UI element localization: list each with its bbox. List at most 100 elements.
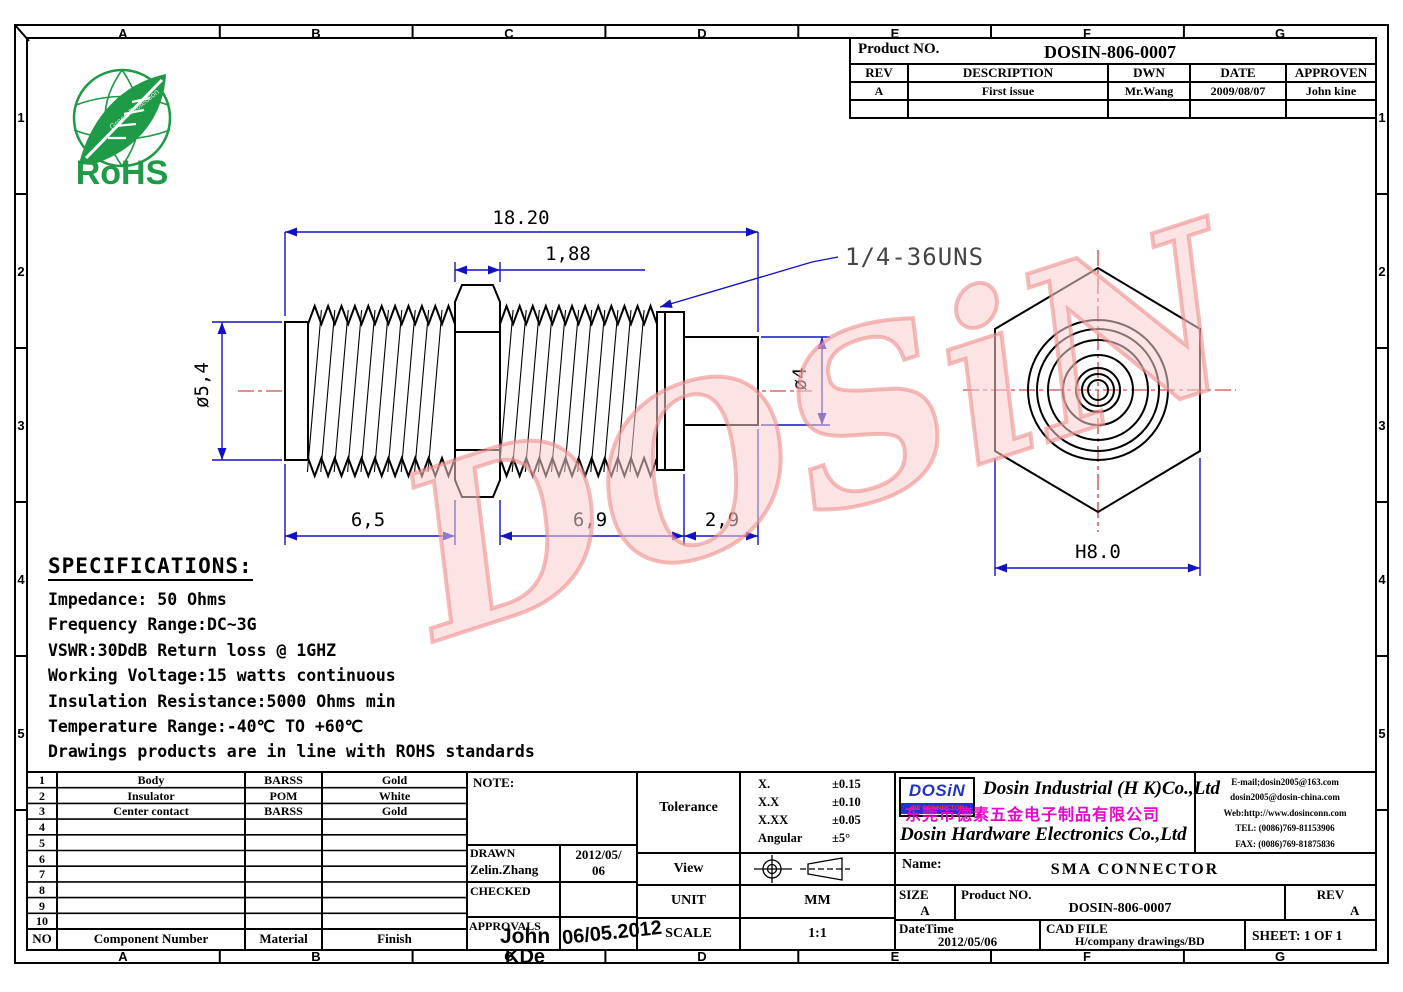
drawn-date-line1: 2012/05/: [575, 847, 622, 862]
scale-value: 1:1: [808, 926, 827, 941]
approven-col-header: APPROVEN: [1294, 65, 1368, 80]
grid-letter-top-c: C: [504, 26, 514, 41]
dim-seg3: 2,9: [705, 509, 739, 531]
grid-letter-bot-f: F: [1083, 949, 1091, 964]
parts-header-material: Material: [259, 931, 308, 946]
contact-web: Web:http://www.dosinconn.com: [1223, 807, 1347, 818]
size-value: A: [920, 903, 930, 918]
tolerance-sym-3: X.XX: [758, 813, 789, 827]
name-label: Name:: [902, 857, 942, 872]
grid-letter-top-e: E: [890, 26, 900, 41]
tb-product-label: Product NO.: [961, 887, 1032, 902]
spec-vswr: VSWR:30DdB Return loss @ 1GHZ: [48, 640, 337, 660]
dim-seg1: 6,5: [351, 509, 385, 531]
grid-number-left-5: 5: [17, 726, 25, 741]
tb-rev-label: REV: [1316, 887, 1345, 902]
spec-voltage: Working Voltage:15 watts continuous: [48, 666, 396, 686]
grid-letter-top-a: A: [118, 26, 128, 41]
dim-hex-flat: H8.0: [1075, 541, 1121, 563]
dim-dia-body: ø5,4: [191, 362, 213, 408]
connector-end-view: [994, 266, 1201, 514]
company-name-cn: 东莞市德素五金电子制品有限公司: [905, 807, 1161, 824]
datetime-value: 2012/05/06: [937, 934, 998, 949]
grid-number-right-2: 2: [1378, 264, 1386, 279]
parts-row-8-no: 8: [39, 882, 45, 897]
parts-row-3-finish: Gold: [381, 804, 408, 819]
tolerance-sym-1: X.: [758, 777, 771, 791]
spec-rohs: Drawings products are in line with ROHS …: [48, 742, 535, 762]
rev-date: 2009/08/07: [1210, 84, 1266, 98]
dim-dia-tip: ø4: [789, 368, 811, 391]
parts-row-4-no: 4: [39, 820, 45, 835]
spec-temperature: Temperature Range:-40℃ TO +60℃: [48, 717, 364, 737]
grid-number-left-2: 2: [17, 264, 25, 279]
approvals-signature-line2: KDe: [505, 946, 546, 968]
note-label: NOTE:: [473, 775, 515, 790]
hex-nut: [454, 284, 501, 498]
parts-row-3-component: Center contact: [113, 804, 189, 819]
company-name-en2: Dosin Hardware Electronics Co.,Ltd: [900, 824, 1187, 845]
specifications-block: SPECIFICATIONS: Impedance: 50 Ohms Frequ…: [48, 554, 535, 765]
dimension-lines: [212, 227, 1201, 576]
grid-number-right-1: 1: [1378, 110, 1386, 125]
datetime-label: DateTime: [899, 921, 954, 936]
unit-value: MM: [804, 893, 831, 908]
dosin-logo-subtext: -RF CONNECTOR: [901, 803, 973, 814]
drawn-date-line2: 06: [592, 863, 605, 878]
name-value: SMA CONNECTOR: [1050, 861, 1220, 878]
spec-impedance: Impedance: 50 Ohms: [48, 590, 227, 609]
tolerance-sym-2: X.X: [758, 795, 780, 809]
company-contacts: E-mail;dosin2005@163.com dosin2005@dosin…: [1196, 775, 1374, 852]
parts-row-2-material: POM: [269, 788, 298, 803]
spec-frequency: Frequency Range:DC~3G: [48, 615, 257, 635]
parts-header-no: NO: [32, 931, 52, 946]
parts-row-2-finish: White: [378, 788, 411, 803]
product-no-label: Product NO.: [858, 41, 940, 57]
rev-value: A: [874, 84, 884, 98]
rohs-title: RoHS: [76, 154, 169, 192]
scale-label: SCALE: [665, 926, 712, 941]
grid-number-right-3: 3: [1378, 418, 1386, 433]
parts-row-6-no: 6: [39, 851, 45, 866]
contact-email-1: E-mail;dosin2005@163.com: [1231, 777, 1339, 787]
grid-letter-bot-g: G: [1274, 949, 1286, 964]
grid-number-left-1: 1: [17, 110, 25, 125]
contact-fax: FAX: (0086)769-81875836: [1235, 838, 1335, 849]
rev-description: First issue: [981, 84, 1035, 98]
parts-row-2-component: Insulator: [127, 788, 175, 803]
grid-number-left-3: 3: [17, 418, 25, 433]
dim-hex-width: 1,88: [545, 243, 591, 265]
cadfile-value: H/company drawings/BD: [1075, 934, 1205, 948]
dim-seg2: 6,9: [573, 509, 607, 531]
parts-row-1-finish: Gold: [381, 773, 408, 787]
grid-letter-top-f: F: [1083, 26, 1091, 41]
end-view-hexagon: [994, 266, 1201, 514]
dosin-logo: DOSiN -RF CONNECTOR: [899, 777, 975, 817]
parts-row-1-component: Body: [137, 773, 165, 787]
checked-label: CHECKED: [470, 884, 531, 898]
grid-letter-bot-c: C: [504, 949, 514, 964]
size-label: SIZE: [899, 887, 929, 902]
sheet-value: 1 OF 1: [1303, 928, 1343, 943]
dosin-logo-text: DOSiN: [908, 781, 966, 800]
contact-tel: TEL: (0086)769-81153906: [1235, 823, 1335, 834]
projection-view-icon: [754, 855, 850, 883]
drawn-label: DRAWN: [470, 846, 516, 860]
tolerance-sym-4: Angular: [758, 831, 803, 845]
parts-row-3-material: BARSS: [264, 804, 303, 819]
tb-product-value: DOSIN-806-0007: [1068, 901, 1172, 916]
parts-row-1-material: BARSS: [264, 773, 303, 787]
approvals-label: APPROVALS: [469, 919, 541, 933]
rev-col-header: REV: [865, 65, 893, 80]
cadfile-label: CAD FILE: [1046, 921, 1108, 936]
tolerance-val-1: ±0.15: [832, 777, 861, 791]
product-no-value: DOSIN-806-0007: [1043, 42, 1176, 62]
grid-number-left-4: 4: [17, 572, 25, 587]
rev-dwn: Mr.Wang: [1124, 84, 1174, 98]
parts-row-1-no: 1: [39, 773, 45, 787]
spec-insulation: Insulation Resistance:5000 Ohms min: [48, 691, 396, 711]
right-ring: [656, 311, 685, 471]
parts-row-9-no: 9: [39, 898, 45, 913]
